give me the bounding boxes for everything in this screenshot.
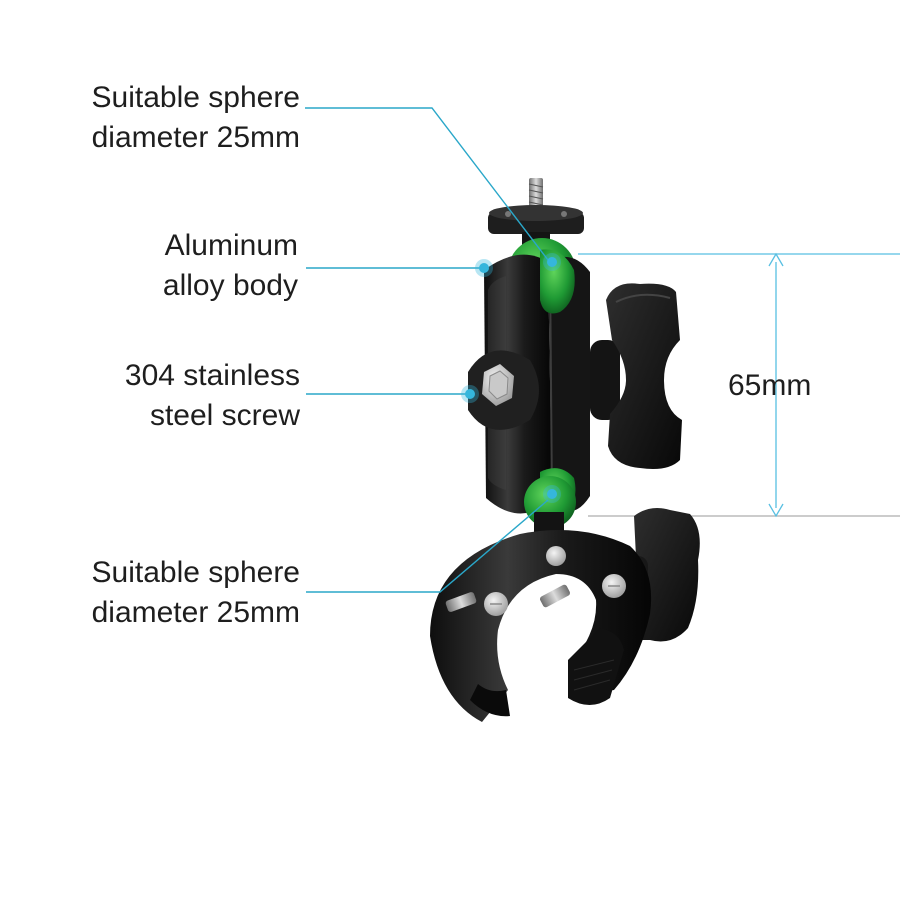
wing-knob-upper	[590, 283, 682, 469]
callout-dots	[461, 253, 561, 503]
callout-top-sphere-line1: Suitable sphere	[91, 81, 300, 114]
callout-stainless-screw-line2: steel screw	[149, 399, 300, 432]
dimension-label: 65mm	[728, 369, 812, 402]
super-clamp	[430, 530, 652, 722]
callout-stainless-screw-line1: 304 stainless	[124, 359, 300, 392]
callout-lines	[305, 107, 549, 593]
body-hex-screw	[468, 350, 539, 430]
callout-aluminum-body-line2: alloy body	[162, 269, 298, 302]
callout-bottom-sphere-line2: diameter 25mm	[91, 596, 300, 629]
callout-top-sphere-line2: diameter 25mm	[91, 121, 300, 154]
top-mount-screw	[488, 178, 584, 246]
callout-aluminum-body-line1: Aluminum	[164, 229, 298, 262]
callout-top-sphere: Suitable sphere diameter 25mm	[0, 78, 300, 158]
callout-aluminum-body: Aluminum alloy body	[0, 226, 298, 306]
callout-bottom-sphere: Suitable sphere diameter 25mm	[0, 553, 300, 633]
callout-bottom-sphere-line1: Suitable sphere	[91, 556, 300, 589]
callout-stainless-screw: 304 stainless steel screw	[0, 356, 300, 436]
